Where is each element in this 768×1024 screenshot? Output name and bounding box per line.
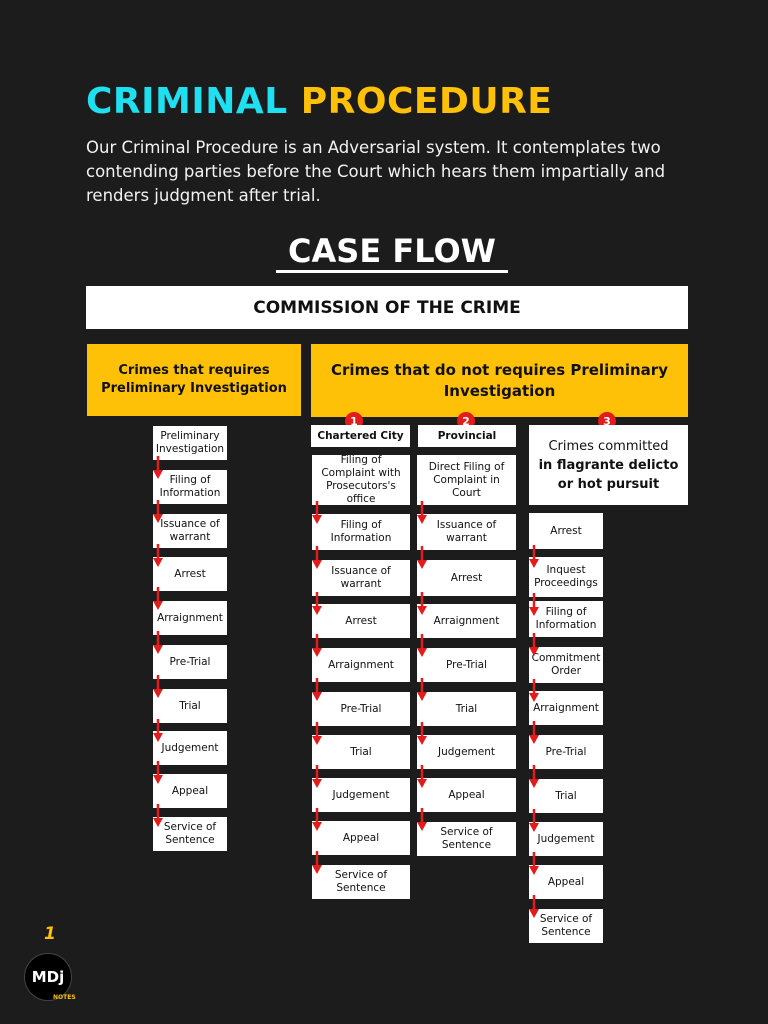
category-requires-pi: Crimes that requires Preliminary Investi… [87, 344, 301, 416]
flow-arrow [529, 852, 539, 875]
step-chartered-2: Filing of Information [312, 514, 410, 550]
flow-arrow [312, 634, 322, 657]
page-title: CRIMINAL PROCEDURE [86, 84, 552, 120]
flow-arrow [529, 765, 539, 788]
step-provincial-2: Issuance of warrant [417, 514, 516, 550]
step-flagrante-10: Service of Sentence [529, 909, 603, 943]
step-flagrante-9: Appeal [529, 865, 603, 899]
step-flagrante-5: Arraignment [529, 691, 603, 725]
step-chartered-9: Appeal [312, 821, 410, 855]
flow-arrow [153, 587, 163, 610]
title-procedure: PROCEDURE [300, 81, 553, 122]
step-pi-8: Judgement [153, 731, 227, 765]
step-provincial-1: Direct Filing of Complaint in Court [417, 455, 516, 505]
case-flow-underline [276, 270, 508, 273]
step-chartered-6: Pre-Trial [312, 692, 410, 726]
step-chartered-8: Judgement [312, 778, 410, 812]
flow-arrow [312, 765, 322, 788]
title-criminal: CRIMINAL [86, 81, 288, 122]
flow-arrow [417, 808, 427, 831]
flow-arrow [417, 765, 427, 788]
flow-arrow [153, 631, 163, 654]
flow-arrow [312, 722, 322, 745]
step-flagrante-4: Commitment Order [529, 647, 603, 683]
flow-arrow [312, 546, 322, 569]
mdj-logo: MDj [24, 953, 72, 1001]
step-flagrante-2: Inquest Proceedings [529, 557, 603, 597]
flow-arrow [417, 592, 427, 615]
flow-arrow [417, 634, 427, 657]
step-chartered-4: Arrest [312, 604, 410, 638]
intro-paragraph: Our Criminal Procedure is an Adversarial… [86, 138, 666, 205]
flow-arrow [417, 501, 427, 524]
flow-arrow [153, 544, 163, 567]
step-chartered-3: Issuance of warrant [312, 560, 410, 596]
case-flow-heading: CASE FLOW [288, 232, 496, 270]
flow-arrow [153, 719, 163, 742]
step-chartered-1: Filing of Complaint with Prosecutors's o… [312, 454, 410, 505]
step-pi-1: Preliminary Investigation [153, 426, 227, 460]
category-no-pi: Crimes that do not requires Preliminary … [311, 344, 688, 417]
step-pi-5: Arraignment [153, 601, 227, 635]
step-provincial-5: Pre-Trial [417, 648, 516, 682]
step-flagrante-7: Trial [529, 779, 603, 813]
header-flagrante-line3: or hot pursuit [557, 476, 660, 492]
flow-arrow [153, 675, 163, 698]
step-pi-6: Pre-Trial [153, 645, 227, 679]
step-flagrante-3: Filing of Information [529, 601, 603, 637]
page-number: 1 [44, 924, 56, 944]
commission-of-crime-box: COMMISSION OF THE CRIME [86, 286, 688, 329]
flow-arrow [529, 545, 539, 568]
step-pi-7: Trial [153, 689, 227, 723]
flow-arrow [312, 501, 322, 524]
header-chartered-city: Chartered City [311, 425, 410, 447]
step-provincial-4: Arraignment [417, 604, 516, 638]
step-provincial-6: Trial [417, 692, 516, 726]
flow-arrow [417, 678, 427, 701]
step-pi-3: Issuance of warrant [153, 514, 227, 548]
step-chartered-7: Trial [312, 735, 410, 769]
flow-arrow [312, 678, 322, 701]
flow-arrow [529, 633, 539, 656]
flow-arrow [312, 592, 322, 615]
step-flagrante-8: Judgement [529, 822, 603, 856]
flow-arrow [417, 722, 427, 745]
header-flagrante-line1: Crimes committed [548, 438, 669, 454]
flow-arrow [153, 804, 163, 827]
header-flagrante-line2: in flagrante delicto [538, 457, 679, 473]
header-provincial: Provincial [418, 425, 516, 447]
step-flagrante-6: Pre-Trial [529, 735, 603, 769]
flow-arrow [529, 679, 539, 702]
flow-arrow [312, 851, 322, 874]
flow-arrow [312, 808, 322, 831]
step-pi-9: Appeal [153, 774, 227, 808]
flow-arrow [529, 593, 539, 616]
flow-arrow [417, 546, 427, 569]
step-provincial-7: Judgement [417, 735, 516, 769]
flow-arrow [529, 721, 539, 744]
step-provincial-9: Service of Sentence [417, 822, 516, 856]
flow-arrow [153, 500, 163, 523]
step-chartered-5: Arraignment [312, 648, 410, 682]
logo-subtext: NOTES [53, 994, 76, 1001]
step-pi-10: Service of Sentence [153, 817, 227, 851]
step-provincial-8: Appeal [417, 778, 516, 812]
flow-arrow [153, 456, 163, 479]
flow-arrow [529, 809, 539, 832]
header-flagrante: Crimes committed in flagrante delicto or… [529, 425, 688, 505]
flow-arrow [153, 761, 163, 784]
flow-arrow [529, 895, 539, 918]
step-pi-4: Arrest [153, 557, 227, 591]
step-flagrante-1: Arrest [529, 513, 603, 549]
step-pi-2: Filing of Information [153, 470, 227, 504]
step-provincial-3: Arrest [417, 560, 516, 596]
step-chartered-10: Service of Sentence [312, 865, 410, 899]
